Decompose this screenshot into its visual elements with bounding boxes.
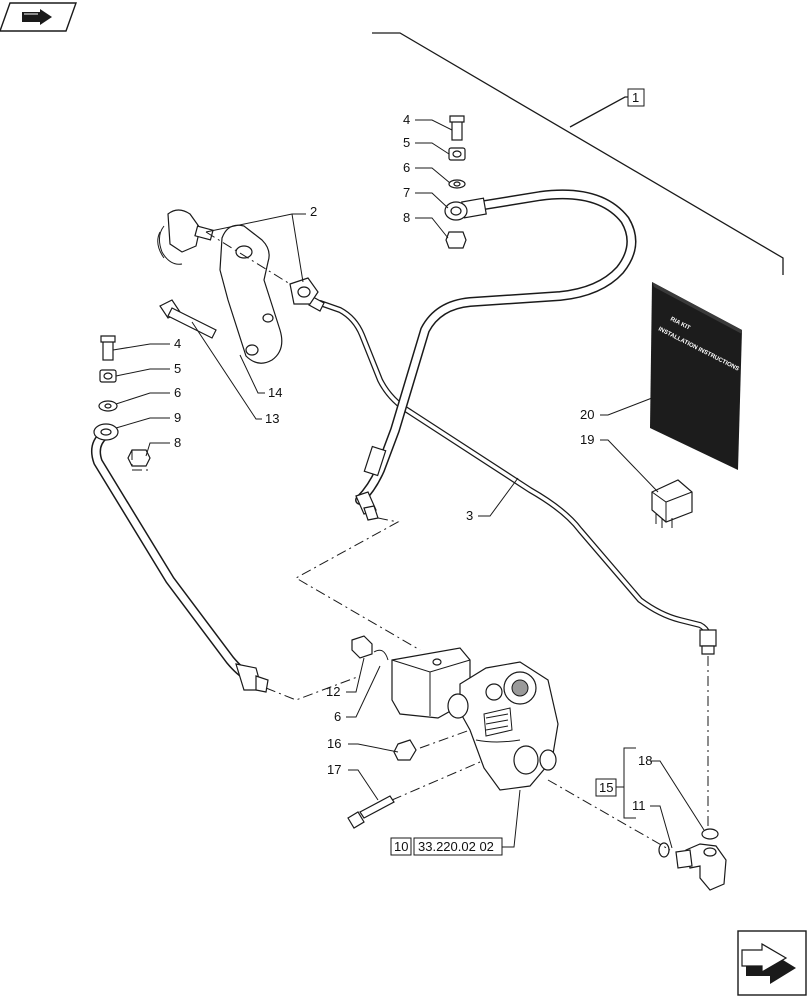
callout-6-top: 6: [403, 160, 410, 175]
callout-1: 1: [627, 88, 645, 107]
connector-2: [157, 209, 319, 305]
book-arrow-icon[interactable]: [0, 2, 77, 32]
callout-13: 13: [265, 411, 279, 426]
callout-10-ref[interactable]: 10 33.220.02 02: [390, 837, 503, 856]
callout-15: 15: [595, 778, 617, 797]
callout-9: 9: [174, 410, 181, 425]
callout-11: 11: [632, 798, 646, 813]
next-page-arrow-icon[interactable]: [737, 930, 807, 996]
fitting-12: [351, 635, 389, 661]
callout-4-left: 4: [174, 336, 181, 351]
callout-18: 18: [638, 753, 652, 768]
callout-16: 16: [327, 736, 341, 751]
elbow-fitting: [658, 828, 727, 891]
callout-2: 2: [310, 204, 317, 219]
callout-3: 3: [466, 508, 473, 523]
relay-19: [651, 479, 693, 528]
bolt-stack-top: [444, 115, 468, 249]
callout-4-top: 4: [403, 112, 410, 127]
callout-6-valve: 6: [334, 709, 341, 724]
callout-15-text: 15: [599, 780, 613, 795]
callout-8-left: 8: [174, 435, 181, 450]
hose-main: [355, 189, 637, 521]
callout-17: 17: [327, 762, 341, 777]
callout-5-left: 5: [174, 361, 181, 376]
callout-14: 14: [268, 385, 282, 400]
reference-link-text: 33.220.02 02: [418, 839, 494, 854]
manual-20: RIA KIT INSTALLATION INSTRUCTIONS: [650, 282, 742, 470]
bolt-17: [347, 795, 395, 829]
pipe-3: [308, 296, 717, 655]
callout-5-top: 5: [403, 135, 410, 150]
callout-7: 7: [403, 185, 410, 200]
callout-10-text: 10: [394, 839, 408, 854]
leader-lines: [112, 119, 705, 849]
callout-20: 20: [580, 407, 594, 422]
callout-6-left: 6: [174, 385, 181, 400]
pipe-9: [91, 423, 269, 693]
callout-labels: 4 5 6 7 8 2 4 5 6 9 8 14 13 20 19 3 12 6…: [174, 112, 652, 813]
callout-1-text: 1: [632, 90, 639, 105]
callout-8-top: 8: [403, 210, 410, 225]
callout-19: 19: [580, 432, 594, 447]
kit-bracket-1: [372, 32, 784, 275]
plug-16: [393, 739, 417, 761]
bolt-stack-left: [98, 335, 118, 412]
callout-12: 12: [326, 684, 340, 699]
assembly-lines: [131, 231, 709, 851]
nut-8-left: [127, 449, 151, 467]
bolt-13: [159, 299, 217, 339]
valve-block: [391, 647, 559, 791]
